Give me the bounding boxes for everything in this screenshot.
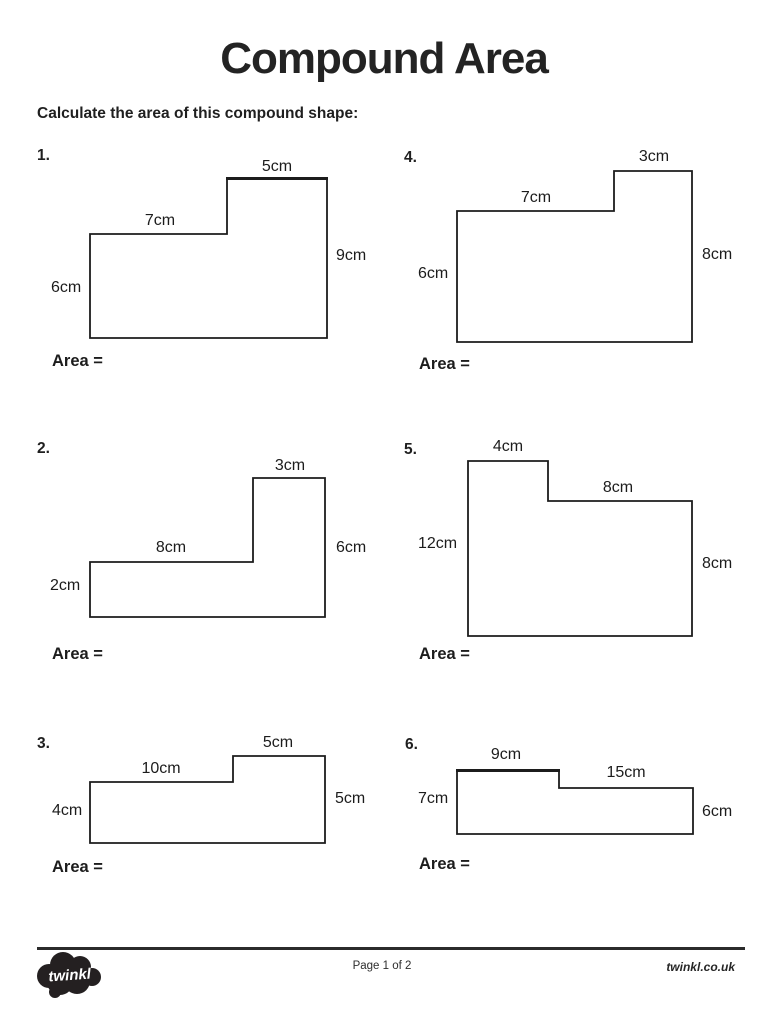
dim-label-top-step: 5cm bbox=[262, 734, 294, 751]
problem-1-number: 1. bbox=[37, 147, 50, 164]
footer-divider bbox=[37, 947, 745, 950]
area-label-4: Area = bbox=[419, 355, 470, 373]
dim-label-left: 6cm bbox=[418, 265, 449, 282]
dim-label-top-main: 7cm bbox=[520, 189, 552, 206]
dim-label-right: 6cm bbox=[702, 803, 733, 820]
dim-label-right: 9cm bbox=[336, 247, 367, 264]
compound-shape-1 bbox=[89, 177, 328, 339]
dim-label-top-main: 10cm bbox=[141, 760, 181, 777]
compound-shape-3 bbox=[89, 755, 326, 844]
compound-shape-6 bbox=[456, 769, 694, 835]
twinkl-logo: twinkl bbox=[37, 952, 101, 998]
dim-label-top-main: 8cm bbox=[602, 479, 634, 496]
instruction-text: Calculate the area of this compound shap… bbox=[37, 105, 359, 122]
area-label-2: Area = bbox=[52, 645, 103, 663]
dim-label-top-step: 9cm bbox=[490, 746, 522, 763]
dim-label-left: 7cm bbox=[418, 790, 449, 807]
dim-label-top-main: 8cm bbox=[155, 539, 187, 556]
dim-label-left: 12cm bbox=[418, 535, 458, 552]
dim-label-top-main: 7cm bbox=[144, 212, 176, 229]
area-label-5: Area = bbox=[419, 645, 470, 663]
dim-label-right: 8cm bbox=[702, 246, 733, 263]
compound-shape-2 bbox=[89, 477, 326, 618]
page-indicator: Page 1 of 2 bbox=[352, 960, 412, 972]
dim-label-left: 2cm bbox=[50, 577, 81, 594]
dim-label-right: 5cm bbox=[335, 790, 366, 807]
problem-6-number: 6. bbox=[405, 736, 418, 753]
area-label-3: Area = bbox=[52, 858, 103, 876]
compound-shape-5 bbox=[467, 460, 693, 637]
dim-label-top-step: 4cm bbox=[492, 438, 524, 455]
dim-label-top-main: 15cm bbox=[606, 764, 646, 781]
page-title: Compound Area bbox=[220, 34, 549, 83]
website-link: twinkl.co.uk bbox=[666, 960, 735, 974]
dim-label-right: 6cm bbox=[336, 539, 367, 556]
area-label-6: Area = bbox=[419, 855, 470, 873]
compound-shape-4 bbox=[456, 170, 693, 343]
dim-label-top-step: 5cm bbox=[261, 158, 293, 175]
problem-5-number: 5. bbox=[404, 441, 417, 458]
dim-label-right: 8cm bbox=[702, 555, 733, 572]
twinkl-logo-text: twinkl bbox=[48, 965, 92, 985]
problem-4-number: 4. bbox=[404, 149, 417, 166]
dim-label-left: 4cm bbox=[52, 802, 83, 819]
dim-label-top-step: 3cm bbox=[274, 457, 306, 474]
dim-label-top-step: 3cm bbox=[638, 148, 670, 165]
area-label-1: Area = bbox=[52, 352, 103, 370]
problem-2-number: 2. bbox=[37, 440, 50, 457]
problem-3-number: 3. bbox=[37, 735, 50, 752]
dim-label-left: 6cm bbox=[51, 279, 82, 296]
